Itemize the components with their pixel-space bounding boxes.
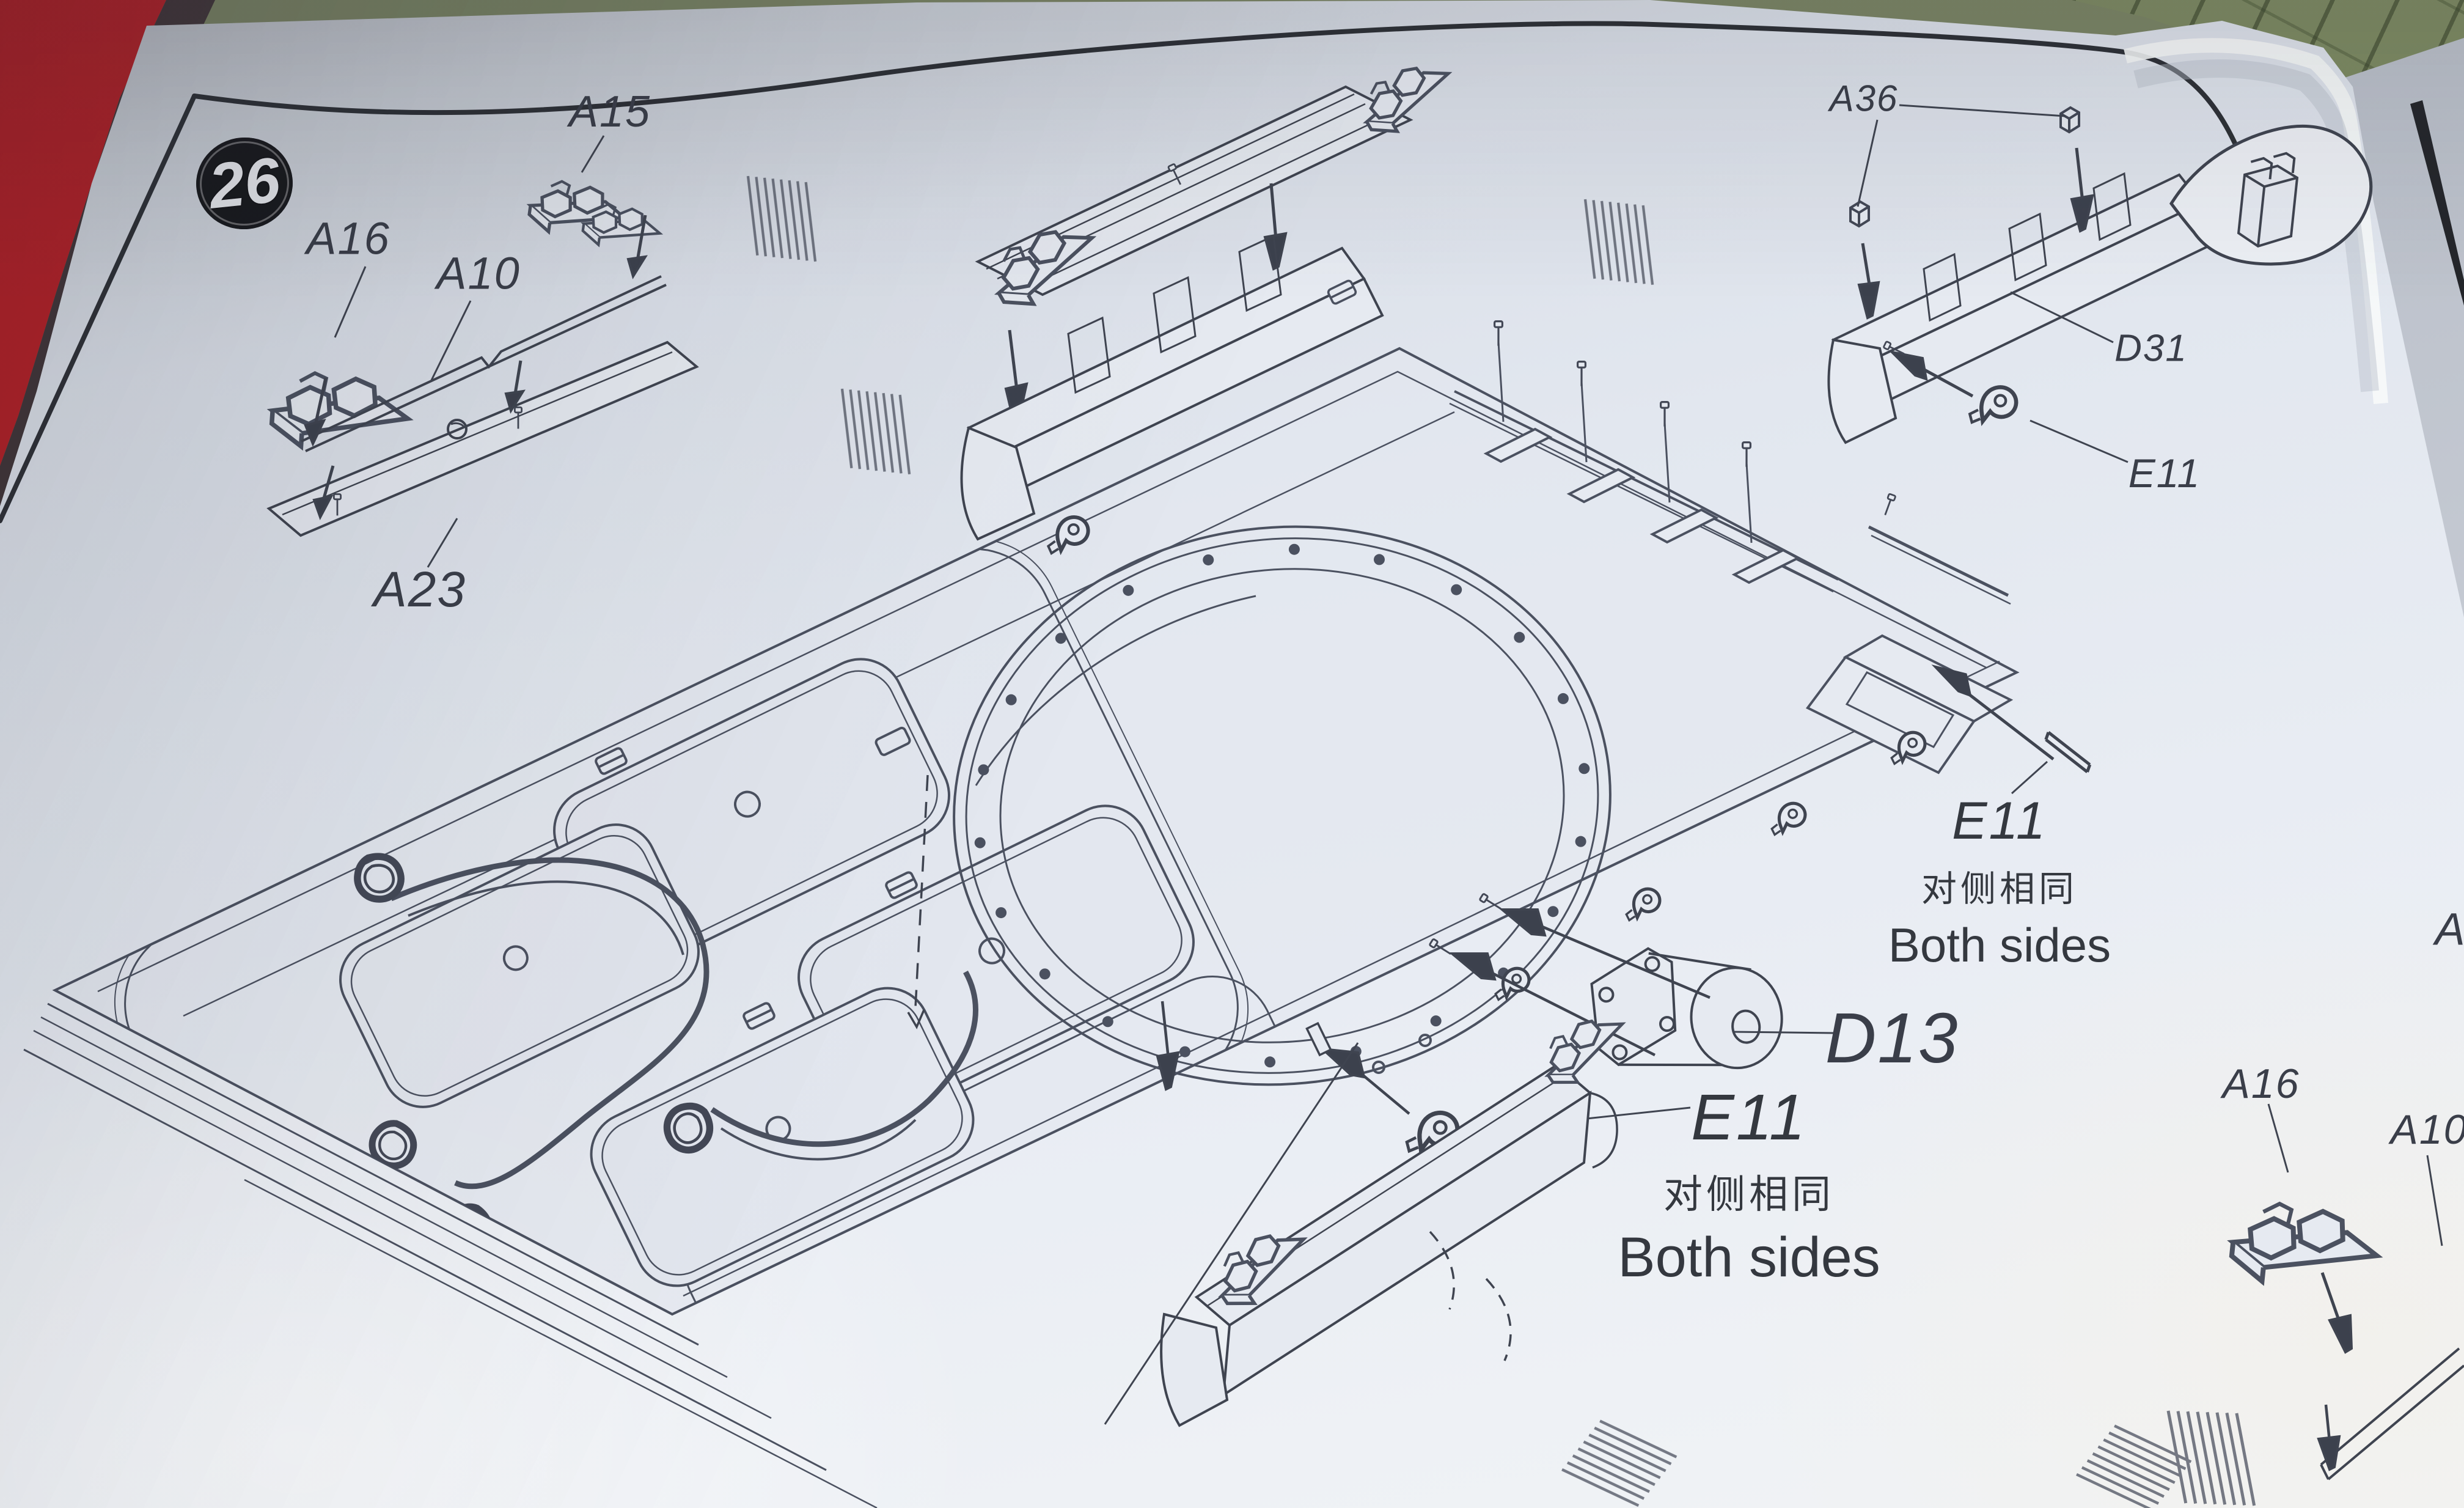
tow-cables: [390, 857, 978, 1190]
assembly-top-center: [907, 53, 1461, 1029]
part-label-a-edge-partial: A: [2435, 903, 2464, 955]
hull-top-plate: [23, 347, 2020, 1508]
part-label-e11-top-right: E11: [2128, 451, 2201, 496]
part-label-a36: A36: [1829, 78, 1899, 119]
assembly-top-left: [268, 135, 699, 568]
assembly-bottom-bin: [1104, 1001, 1637, 1427]
page-curl-shadow: [2133, 59, 2379, 392]
hatch-flap-row: [1449, 320, 2011, 605]
part-label-a16-top-left: A16: [306, 213, 391, 264]
note-en-right: Both sides: [1888, 918, 2111, 972]
part-label-e11-center: E11: [1691, 1081, 1807, 1153]
page-curl-highlight: [2124, 38, 2388, 404]
installed-hooks: [1372, 731, 1927, 1074]
note-cn-right: 对侧相同: [1921, 869, 2078, 909]
part-label-a16-bottom-right: A16: [2222, 1061, 2300, 1107]
note-en-center: Both sides: [1618, 1226, 1880, 1289]
note-e11-both-sides-right: E11 对侧相同 Both sides: [1888, 791, 2111, 973]
part-label-e11-right: E11: [1952, 792, 2047, 850]
assembly-top-right: [1827, 104, 2373, 463]
part-label-a15: A15: [568, 87, 651, 136]
part-label-d13: D13: [1825, 998, 1959, 1078]
assembly-bottom-right: [2228, 1103, 2464, 1480]
part-label-a23: A23: [373, 562, 466, 617]
part-label-d31: D31: [2114, 327, 2188, 370]
e11-right-pin: [1931, 664, 2092, 795]
note-e11-both-sides-center: E11 对侧相同 Both sides: [1618, 1081, 1880, 1290]
step-number: 26: [205, 144, 284, 223]
part-label-a10-top-left: A10: [436, 248, 521, 299]
step-frame-border: [0, 21, 2264, 523]
rear-bracket: [1805, 634, 2014, 774]
note-cn-center: 对侧相同: [1663, 1172, 1835, 1216]
part-label-a10-bottom-right: A10: [2390, 1106, 2464, 1153]
